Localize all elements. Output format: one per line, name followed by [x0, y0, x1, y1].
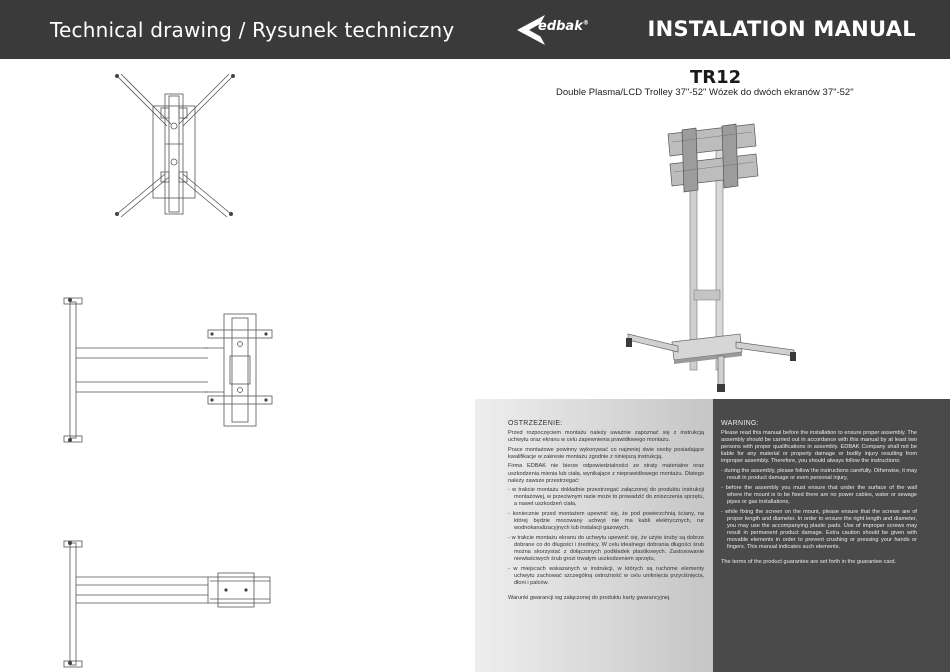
warning-en-bullet: - before the assembly you must ensure th… — [721, 484, 917, 505]
warning-panel-en-background — [713, 399, 950, 672]
warning-en-bullet: - during the assembly, please follow the… — [721, 468, 917, 482]
warning-en-paragraph: Please read this manual before the insta… — [721, 430, 917, 465]
model-number: TR12 — [690, 67, 742, 88]
guarantee-note-pl: Warunki gwarancji wg załączonej do produ… — [508, 594, 671, 601]
warning-pl-bullet: - w miejscach wskazanych w instrukcji, w… — [508, 565, 704, 586]
warning-text-polish: OSTRZEŻENIE: Przed rozpoczęciem montażu … — [508, 420, 704, 605]
edbak-logo-icon — [517, 15, 545, 45]
warning-en-bullet: - while fixing the screen on the mount, … — [721, 508, 917, 550]
guarantee-note-en: The terms of the product guarantee are s… — [721, 559, 897, 566]
warning-pl-bullet: - w trakcie montażu ekranu do uchwytu up… — [508, 534, 704, 563]
folded-view-drawing — [58, 537, 278, 672]
side-view-drawing — [58, 292, 278, 447]
header-right-title: INSTALATION MANUAL — [647, 17, 916, 41]
warning-pl-paragraph: Przed rozpoczęciem montażu należy uważni… — [508, 430, 704, 444]
warning-heading-en: WARNING: — [721, 420, 759, 427]
top-view-drawing — [105, 66, 245, 226]
trolley-product-image — [622, 120, 802, 395]
warning-text-english: WARNING: Please read this manual before … — [721, 420, 917, 569]
warning-pl-bullet: - w trakcie montażu dokładnie przestrzeg… — [508, 487, 704, 508]
header-left-title: Technical drawing / Rysunek techniczny — [50, 18, 455, 42]
warning-pl-paragraph: Firma EDBAK nie bierze odpowiedzialności… — [508, 463, 704, 484]
product-description: Double Plasma/LCD Trolley 37"-52" Wózek … — [556, 87, 854, 98]
warning-heading-pl: OSTRZEŻENIE: — [508, 420, 563, 427]
brand-name: edbak® — [538, 19, 589, 34]
warning-pl-paragraph: Prace montażowe powinny wykonywać co naj… — [508, 446, 704, 460]
header-bar: Technical drawing / Rysunek techniczny e… — [0, 0, 950, 59]
warning-pl-bullet: - koniecznie przed montażem upewnić się,… — [508, 511, 704, 532]
